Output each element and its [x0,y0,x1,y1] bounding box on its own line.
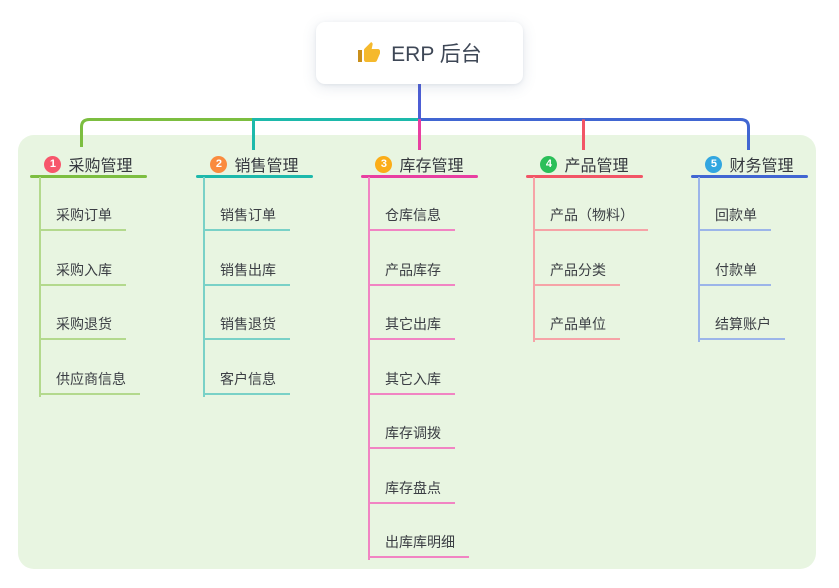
branch-4-header[interactable]: 4 产品管理 [526,151,643,177]
leaf-node[interactable]: 供应商信息 [39,367,140,395]
branch-1-header[interactable]: 1 采购管理 [30,151,147,177]
leaf-node[interactable]: 其它出库 [368,312,455,340]
leaf-node[interactable]: 出库库明细 [368,530,469,558]
branch-3-label: 库存管理 [399,158,464,175]
leaf-node[interactable]: 产品库存 [368,258,455,286]
branch-2-underline [196,175,313,178]
leaf-node[interactable]: 仓库信息 [368,203,455,231]
leaf-node[interactable]: 产品单位 [533,312,620,340]
leaf-node[interactable]: 采购订单 [39,203,126,231]
root-node-erp[interactable]: ERP 后台 [316,22,523,84]
branch-2-stem [203,177,205,397]
leaf-node[interactable]: 结算账户 [698,312,785,340]
branch-4-label: 产品管理 [564,158,629,175]
branch-4-badge: 4 [540,155,558,173]
leaf-node[interactable]: 采购退货 [39,312,126,340]
leaf-node[interactable]: 其它入库 [368,367,455,395]
leaf-node[interactable]: 采购入库 [39,258,126,286]
leaf-node[interactable]: 客户信息 [203,367,290,395]
branch-2-label: 销售管理 [234,158,299,175]
branch-5-header[interactable]: 5 财务管理 [691,151,808,177]
branch-3-badge: 3 [375,155,393,173]
branch-3-underline [361,175,478,178]
branches-panel [18,135,816,569]
leaf-node[interactable]: 付款单 [698,258,771,286]
branch-5-label: 财务管理 [729,158,794,175]
leaf-node[interactable]: 回款单 [698,203,771,231]
leaf-node[interactable]: 产品分类 [533,258,620,286]
leaf-node[interactable]: 销售出库 [203,258,290,286]
branch-3-header[interactable]: 3 库存管理 [361,151,478,177]
branch-1-underline [30,175,147,178]
leaf-node[interactable]: 产品（物料） [533,203,648,231]
branch-5-underline [691,175,808,178]
branch-4-underline [526,175,643,178]
leaf-node[interactable]: 库存盘点 [368,476,455,504]
branch-2-badge: 2 [210,155,228,173]
leaf-node[interactable]: 销售订单 [203,203,290,231]
branch-1-badge: 1 [44,155,62,173]
leaf-node[interactable]: 销售退货 [203,312,290,340]
thumbs-up-icon [358,42,381,62]
branch-1-stem [39,177,41,397]
branch-4-stem [533,177,535,342]
branch-5-stem [698,177,700,342]
root-title: ERP 后台 [391,43,482,66]
leaf-node[interactable]: 库存调拨 [368,421,455,449]
branch-5-badge: 5 [705,155,723,173]
branch-2-header[interactable]: 2 销售管理 [196,151,313,177]
branch-3-stem [368,177,370,560]
branch-1-label: 采购管理 [68,158,133,175]
